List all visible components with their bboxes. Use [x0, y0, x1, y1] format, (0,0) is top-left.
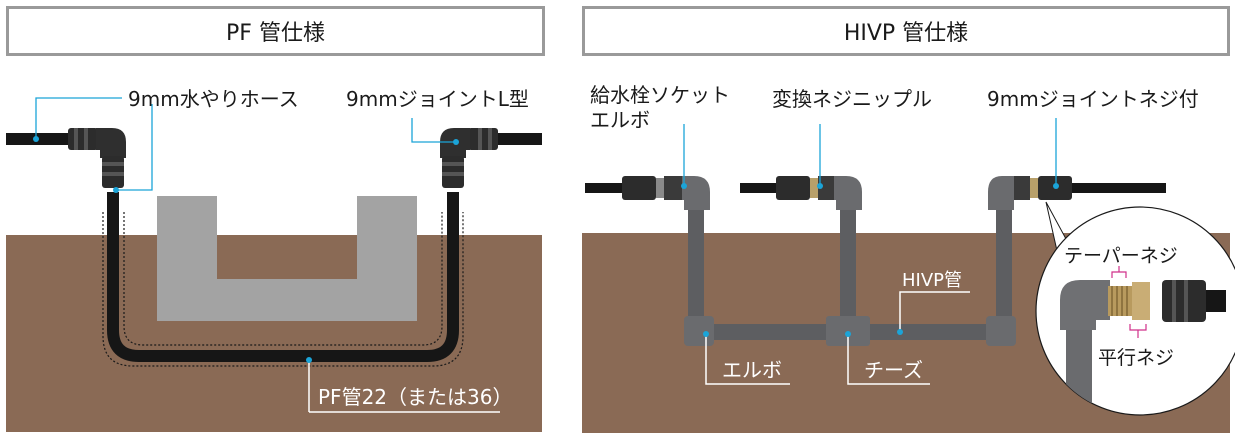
left-concrete-block: [157, 196, 217, 321]
label-socket-elbow-1: 給水栓ソケット: [590, 83, 730, 107]
top-elbow-2: [832, 176, 862, 210]
label-parallel-screw: 平行ネジ: [1098, 347, 1174, 369]
joint-l-leader: [411, 118, 456, 143]
label-pf-pipe: PF管22（または36）: [318, 385, 512, 409]
label-joint-l: 9mmジョイントL型: [346, 87, 529, 111]
left-l-joint: [68, 128, 126, 188]
elbow-fitting: [684, 316, 714, 346]
label-hivp-pipe: HIVP管: [902, 270, 962, 291]
trench-outline-inner: [123, 212, 443, 346]
top-elbow-3: [988, 176, 1016, 210]
label-socket-elbow-2: エルボ: [590, 108, 650, 132]
socket-connector: [622, 176, 682, 200]
label-joint-screw: 9mmジョイントネジ付: [987, 87, 1199, 111]
trench-outline-outer: [102, 212, 464, 367]
right-hose: [488, 133, 542, 145]
right-panel-title-text: HIVP 管仕様: [843, 21, 969, 46]
top-elbow-1: [680, 176, 710, 210]
label-elbow: エルボ: [722, 358, 782, 382]
left-panel-title-text: PF 管仕様: [226, 21, 325, 46]
joint-screw-connector: [1014, 176, 1072, 200]
pf-pipe: [107, 192, 459, 362]
left-panel-illustration: 9mm水やりホース 9mmジョイントL型 PF管22（または36）: [6, 87, 542, 432]
concrete-base: [217, 279, 357, 321]
right-panel-illustration: 給水栓ソケット エルボ 変換ネジニップル 9mmジョイントネジ付 HIVP管 エ…: [582, 83, 1235, 433]
right-l-joint: [440, 128, 498, 188]
magnifier-contents: [1060, 280, 1226, 415]
right-panel-title: HIVP 管仕様: [582, 6, 1230, 56]
label-taper-screw: テーパーネジ: [1064, 245, 1178, 267]
hose-leader-2: [116, 104, 153, 191]
label-tee: チーズ: [864, 358, 923, 382]
right-concrete-block: [357, 196, 417, 321]
hose-leader: [35, 97, 122, 139]
elbow-fitting-right: [986, 316, 1016, 346]
nipple-connector: [776, 176, 834, 200]
label-hose: 9mm水やりホース: [128, 87, 299, 111]
left-hose: [6, 133, 76, 145]
left-panel-title: PF 管仕様: [6, 6, 545, 56]
label-nipple: 変換ネジニップル: [772, 87, 932, 111]
